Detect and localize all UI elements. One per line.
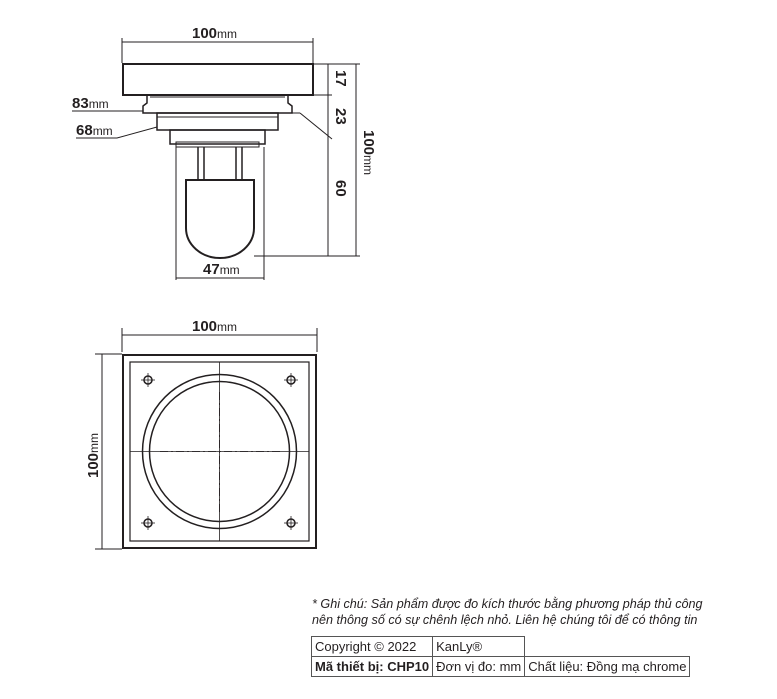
screw-hole-icon xyxy=(141,373,155,387)
copyright-cell: Copyright © 2022 xyxy=(310,636,434,657)
flange-label: 83mm xyxy=(72,95,109,112)
screw-hole-icon xyxy=(284,373,298,387)
screw-hole-icon xyxy=(141,516,155,530)
drain-flange xyxy=(122,63,314,96)
note-line-2: nên thông số có sự chênh lệch nhỏ. Liên … xyxy=(312,613,698,627)
screw-hole-icon xyxy=(284,516,298,530)
unit-cell: Đơn vị đo: mm xyxy=(432,656,526,677)
info-table: Copyright © 2022 KanLy® Mã thiết bị: CHP… xyxy=(310,636,691,677)
side-width-label: 100mm xyxy=(192,25,237,42)
table-row: Mã thiết bị: CHP10 Đơn vị đo: mm Chất li… xyxy=(310,656,691,677)
height-total-label: 100mm xyxy=(360,130,377,175)
top-height-label: 100mm xyxy=(85,433,102,478)
trap-cup xyxy=(185,179,255,259)
grate-outer xyxy=(122,354,317,549)
model-cell: Mã thiết bị: CHP10 xyxy=(310,656,434,677)
table-row: Copyright © 2022 KanLy® xyxy=(310,636,690,657)
height-mid-label: 23 xyxy=(332,108,349,125)
side-view: 100mm 83mm 68mm 47mm xyxy=(72,25,377,280)
note-line-1: * Ghi chú: Sản phẩm được đo kích thước b… xyxy=(312,597,703,611)
drain-neck xyxy=(156,112,279,131)
top-view: 100mm 100mm xyxy=(85,318,318,550)
drain-step xyxy=(142,95,293,114)
empty-cell xyxy=(524,636,690,657)
material-cell: Chất liệu: Đồng mạ chrome xyxy=(524,656,691,677)
drain-collar xyxy=(169,129,266,145)
brand-cell: KanLy® xyxy=(432,636,526,657)
height-top-label: 17 xyxy=(332,70,349,87)
neck-label: 68mm xyxy=(76,122,113,139)
top-width-label: 100mm xyxy=(192,318,237,335)
height-bottom-label: 60 xyxy=(332,180,349,197)
trap-label: 47mm xyxy=(203,261,240,278)
measurement-note: * Ghi chú: Sản phẩm được đo kích thước b… xyxy=(312,596,752,628)
